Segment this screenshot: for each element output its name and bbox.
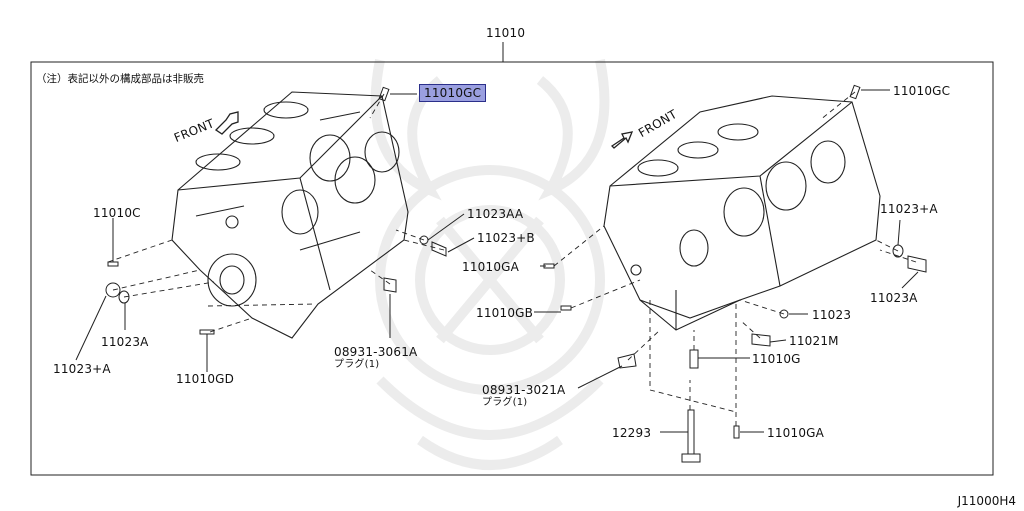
- callout-11023A-right[interactable]: 11023A: [870, 291, 918, 305]
- diagram-note: （注）表記以外の構成部品は非販売: [36, 73, 204, 85]
- callout-11023B[interactable]: 11023+B: [477, 231, 535, 245]
- plug-qty-label-left: プラグ(1): [334, 359, 380, 370]
- callout-11010GC-right[interactable]: 11010GC: [893, 84, 951, 98]
- callout-11023+A-left[interactable]: 11023+A: [53, 362, 111, 376]
- diagram-code: J11000H4: [957, 494, 1016, 508]
- callout-11023[interactable]: 11023: [812, 308, 852, 322]
- callout-11010C[interactable]: 11010C: [93, 206, 141, 220]
- parent-part-number: 11010: [486, 26, 526, 40]
- callout-08931-3021A[interactable]: 08931-3021A: [482, 383, 566, 397]
- watermark-emblem: [370, 59, 610, 470]
- callout-12293[interactable]: 12293: [612, 426, 652, 440]
- small-parts: [105, 84, 927, 463]
- left-cylinder-block: [171, 91, 409, 339]
- callout-08931-3061A[interactable]: 08931-3061A: [334, 345, 418, 359]
- callout-11023+A-right[interactable]: 11023+A: [880, 202, 938, 216]
- callout-11010GC-left-highlighted[interactable]: 11010GC: [419, 84, 487, 102]
- callout-11010G[interactable]: 11010G: [752, 352, 801, 366]
- callout-11021M[interactable]: 11021M: [789, 334, 839, 348]
- callout-11010GA-bottom[interactable]: 11010GA: [767, 426, 825, 440]
- callout-11023AA[interactable]: 11023AA: [467, 207, 524, 221]
- right-cylinder-block: [603, 95, 881, 331]
- callout-11010GB[interactable]: 11010GB: [476, 306, 534, 320]
- plug-qty-label-right: プラグ(1): [482, 397, 528, 408]
- callout-11023A-left[interactable]: 11023A: [101, 335, 149, 349]
- callout-11010GA-middle[interactable]: 11010GA: [462, 260, 520, 274]
- callout-11010GD[interactable]: 11010GD: [176, 372, 235, 386]
